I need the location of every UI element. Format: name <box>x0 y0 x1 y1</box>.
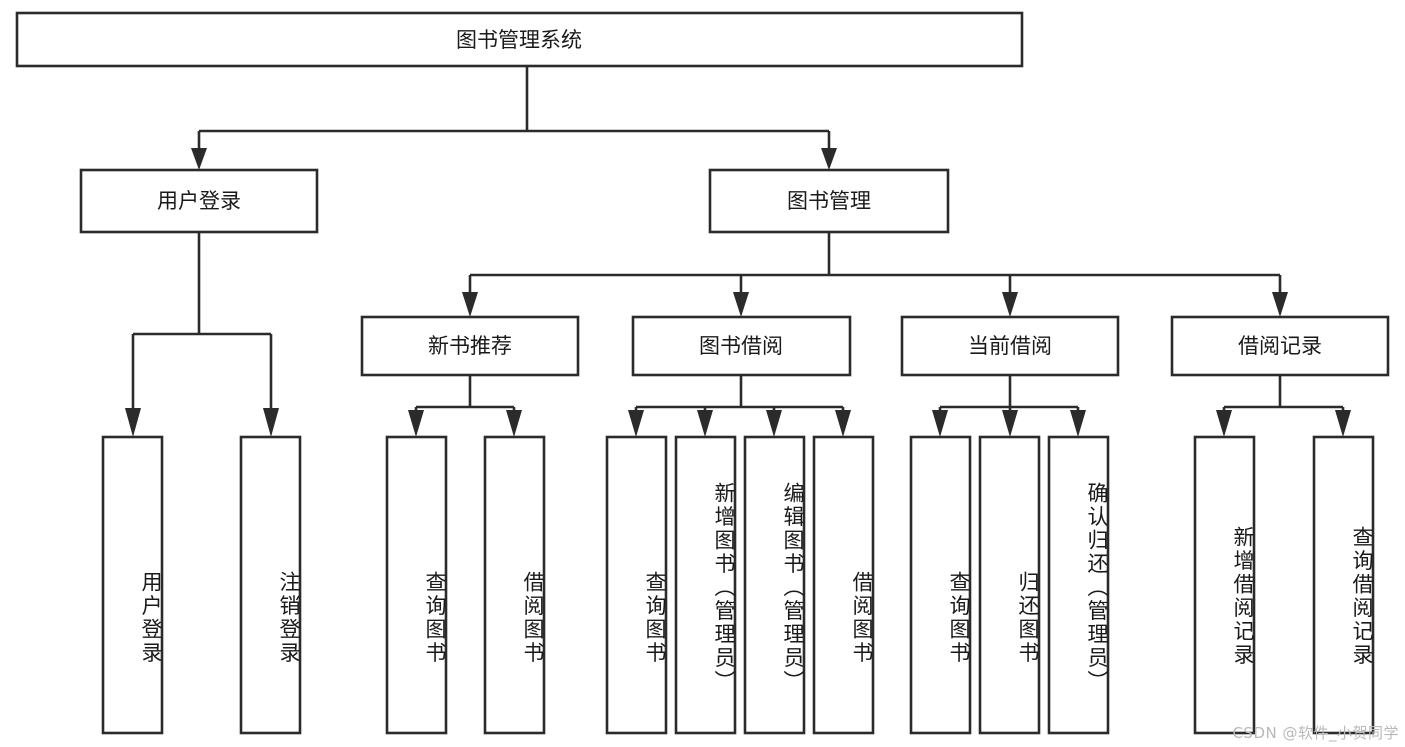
arrow-head-user-login <box>191 148 207 170</box>
arrow-head-current-borrow <box>1002 292 1018 317</box>
connector-group-book-borrow-to-leaves <box>628 375 851 437</box>
leaf-confirm-return-box[interactable] <box>1047 435 1110 735</box>
leaf-user-logout-box[interactable] <box>239 435 302 735</box>
node-book-borrow[interactable]: 图书借阅 <box>631 315 852 377</box>
arrow-head-book-management <box>821 148 837 170</box>
leaf-borrow-book-box[interactable] <box>812 435 875 735</box>
leaf-query-books-recommend-label: 查询图书 <box>423 571 447 665</box>
leaf-borrow-books-recommend-label: 借阅图书 <box>521 571 545 665</box>
node-book-borrow-box[interactable] <box>631 315 852 377</box>
node-borrow-records[interactable]: 借阅记录 <box>1170 315 1390 377</box>
leaf-return-book-box[interactable] <box>978 435 1041 735</box>
arrow-head-leaf-query-books-recommend <box>408 410 424 437</box>
leaf-query-books-borrow-box[interactable] <box>605 435 668 735</box>
leaf-add-borrow-record-label: 新增借阅记录 <box>1231 526 1255 667</box>
node-new-book-recommend-box[interactable] <box>360 315 580 377</box>
connector-group-user-login-to-leaves <box>125 232 279 437</box>
arrow-head-leaf-query-books-current <box>932 410 948 437</box>
connector-group-current-borrow-to-leaves <box>932 375 1086 437</box>
node-book-management-box[interactable] <box>708 168 950 234</box>
leaf-return-book-label: 归还图书 <box>1016 571 1040 665</box>
connector-group-root-to-level2 <box>191 66 837 170</box>
leaf-borrow-books-recommend-box[interactable] <box>483 435 546 735</box>
node-new-book-recommend[interactable]: 新书推荐 <box>360 315 580 377</box>
node-current-borrow[interactable]: 当前借阅 <box>900 315 1120 377</box>
leaf-add-book-label: 新增图书（管理员） <box>712 482 736 694</box>
node-user-login[interactable]: 用户登录 <box>79 168 319 234</box>
arrow-head-leaf-query-borrow-record <box>1335 410 1351 437</box>
node-borrow-records-label: 借阅记录 <box>1238 334 1322 358</box>
node-book-borrow-label: 图书借阅 <box>699 334 783 358</box>
node-new-book-recommend-label: 新书推荐 <box>428 334 512 358</box>
arrow-head-leaf-query-books-borrow <box>628 410 644 437</box>
leaf-confirm-return-label: 确认归还（管理员） <box>1085 482 1109 694</box>
leaf-add-borrow-record-box[interactable] <box>1193 435 1256 735</box>
connector-group-book-management-to-level3 <box>462 232 1288 317</box>
leaf-borrow-book-label: 借阅图书 <box>850 571 874 665</box>
leaf-user-logout-label: 注销登录 <box>277 571 301 665</box>
arrow-head-new-book-recommend <box>462 292 478 317</box>
leaf-query-books-recommend-box[interactable] <box>385 435 448 735</box>
node-root-box[interactable] <box>15 11 1024 68</box>
arrow-head-leaf-add-book <box>697 410 713 437</box>
leaf-query-books-borrow-label: 查询图书 <box>643 571 667 665</box>
connector-group-borrow-records-to-leaves <box>1216 375 1351 437</box>
arrow-head-leaf-return-book <box>1002 410 1018 437</box>
arrow-head-leaf-confirm-return <box>1070 410 1086 437</box>
arrow-head-leaf-edit-book <box>766 410 782 437</box>
leaf-query-borrow-record-box[interactable] <box>1312 435 1375 735</box>
leaf-query-borrow-record-label: 查询借阅记录 <box>1350 526 1374 667</box>
node-book-management-label: 图书管理 <box>787 189 871 213</box>
arrow-head-leaf-user-logout <box>263 408 279 437</box>
node-book-management[interactable]: 图书管理 <box>708 168 950 234</box>
node-current-borrow-label: 当前借阅 <box>968 334 1052 358</box>
node-current-borrow-box[interactable] <box>900 315 1120 377</box>
arrow-head-leaf-user-login <box>125 408 141 437</box>
connector-group-new-book-recommend-to-leaves <box>408 375 522 437</box>
leaf-user-login-box[interactable] <box>101 435 164 735</box>
leaf-edit-book-box[interactable] <box>743 435 806 735</box>
node-root-label: 图书管理系统 <box>456 28 582 52</box>
leaf-boxes <box>101 435 1375 735</box>
leaf-query-books-current-box[interactable] <box>909 435 972 735</box>
leaf-query-books-current-label: 查询图书 <box>947 571 971 665</box>
arrow-head-borrow-records <box>1272 292 1288 317</box>
leaf-edit-book-label: 编辑图书（管理员） <box>781 482 805 694</box>
node-root[interactable]: 图书管理系统 <box>15 11 1024 68</box>
leaf-user-login-label: 用户登录 <box>139 571 163 665</box>
node-user-login-box[interactable] <box>79 168 319 234</box>
arrow-head-leaf-add-borrow-record <box>1216 410 1232 437</box>
arrow-head-leaf-borrow-books-recommend <box>506 410 522 437</box>
node-borrow-records-box[interactable] <box>1170 315 1390 377</box>
arrow-head-leaf-borrow-book <box>835 410 851 437</box>
arrow-head-book-borrow <box>733 292 749 317</box>
leaf-add-book-box[interactable] <box>674 435 737 735</box>
node-user-login-label: 用户登录 <box>157 189 241 213</box>
